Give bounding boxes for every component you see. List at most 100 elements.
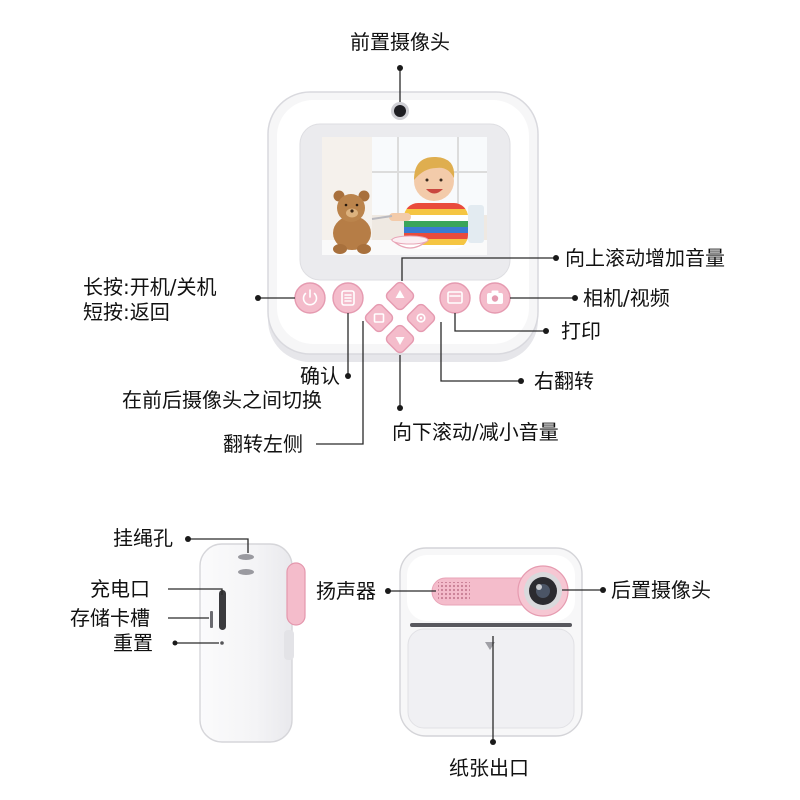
memory-card-slot bbox=[210, 611, 213, 628]
menu-button bbox=[332, 282, 364, 314]
shirt-stripe bbox=[404, 239, 468, 245]
leader-dot-scroll-down bbox=[397, 405, 403, 411]
menu-icon bbox=[341, 290, 355, 306]
bear-eye bbox=[355, 203, 359, 207]
shirt-stripe bbox=[404, 209, 468, 215]
rear-camera-lens bbox=[517, 565, 569, 617]
label-print: 打印 bbox=[561, 319, 601, 343]
front-view-camera bbox=[267, 91, 539, 362]
camera-video-button bbox=[479, 282, 511, 314]
leader-scroll-up bbox=[401, 257, 556, 281]
shirt-stripe bbox=[404, 245, 468, 249]
bear-body bbox=[333, 216, 371, 250]
photo-glass bbox=[468, 205, 484, 243]
side-pink-button bbox=[286, 562, 306, 626]
speaker-grille bbox=[438, 582, 470, 601]
front-callout-lines bbox=[255, 65, 578, 445]
shirt-stripe bbox=[404, 227, 468, 233]
down-arrow-icon bbox=[395, 337, 405, 345]
label-flip-left: 翻转左侧 bbox=[223, 432, 303, 456]
flip-left-icon bbox=[373, 313, 385, 323]
label-reset: 重置 bbox=[113, 631, 153, 655]
leader-dot-power bbox=[255, 295, 261, 301]
back-view-camera bbox=[399, 547, 583, 737]
reset-hole bbox=[220, 641, 224, 645]
side-view-camera bbox=[199, 543, 306, 743]
leader-dot-camera-video bbox=[572, 295, 578, 301]
leader-flip-right bbox=[440, 322, 521, 382]
leader-dot-confirm bbox=[345, 373, 351, 379]
leader-lanyard-hole bbox=[188, 538, 249, 553]
paper-slot bbox=[410, 623, 572, 627]
leader-dot-rear-camera bbox=[600, 587, 606, 593]
label-flip-right: 右翻转 bbox=[534, 369, 594, 393]
camera-icon bbox=[487, 290, 503, 304]
rear-lens-highlight bbox=[536, 584, 542, 590]
leader-dot-reset bbox=[172, 640, 178, 646]
child-eye bbox=[425, 178, 429, 182]
label-charging-port: 充电口 bbox=[90, 577, 150, 601]
label-scroll-up-volume-up: 向上滚动增加音量 bbox=[565, 246, 725, 270]
leader-dot-lanyard-hole bbox=[185, 536, 191, 542]
child-hair bbox=[414, 156, 455, 180]
leader-dot-scroll-up bbox=[553, 255, 559, 261]
label-switch-cameras: 在前后摄像头之间切换 bbox=[122, 388, 322, 412]
leader-dot-flip-right bbox=[518, 378, 524, 384]
leader-flip-left bbox=[316, 321, 364, 445]
side-callout-labels: 挂绳孔 充电口 存储卡槽 重置 bbox=[70, 526, 173, 655]
side-rear-bump bbox=[284, 630, 294, 660]
dpad-left-button bbox=[364, 303, 394, 333]
child-arm bbox=[389, 213, 411, 221]
flip-right-icon-ring bbox=[416, 313, 426, 323]
label-lanyard-hole: 挂绳孔 bbox=[113, 526, 173, 550]
back-callout-lines bbox=[385, 587, 606, 745]
charging-port bbox=[219, 590, 226, 630]
print-icon-frame bbox=[447, 291, 463, 304]
teddy-bear bbox=[333, 190, 371, 254]
leader-charging-port bbox=[168, 588, 223, 595]
lanyard-hole bbox=[238, 569, 254, 575]
label-scroll-down-volume-down: 向下滚动/减小音量 bbox=[392, 420, 559, 444]
dpad bbox=[364, 281, 436, 354]
bear-eye bbox=[344, 203, 348, 207]
label-paper-outlet: 纸张出口 bbox=[449, 756, 529, 780]
power-icon-arc bbox=[302, 292, 318, 306]
power-button bbox=[294, 282, 326, 314]
label-speaker: 扬声器 bbox=[316, 579, 376, 603]
bear-muzzle bbox=[346, 208, 358, 218]
label-long-press-power: 长按:开机/关机 bbox=[83, 275, 216, 299]
bear-head bbox=[337, 194, 365, 222]
bear-foot bbox=[357, 244, 371, 254]
screen-photo bbox=[322, 137, 487, 255]
print-button-body bbox=[439, 282, 471, 314]
front-callout-labels: 前置摄像头 向上滚动增加音量 长按:开机/关机 短按:返回 相机/视频 打印 确… bbox=[83, 30, 725, 456]
child-shirt bbox=[404, 203, 468, 249]
spoon bbox=[371, 215, 393, 220]
child-smile bbox=[426, 189, 443, 194]
label-rear-camera: 后置摄像头 bbox=[611, 578, 711, 602]
label-memory-card-slot: 存储卡槽 bbox=[70, 606, 150, 630]
child-eye bbox=[439, 178, 443, 182]
lanyard-hole bbox=[238, 554, 254, 560]
flip-right-icon-center bbox=[419, 316, 423, 320]
leader-print bbox=[454, 313, 546, 332]
menu-icon-frame bbox=[341, 290, 355, 306]
leader-dot-front-camera bbox=[397, 65, 403, 71]
child bbox=[371, 156, 468, 249]
power-icon bbox=[302, 289, 318, 306]
flip-right-icon bbox=[416, 313, 426, 323]
label-front-camera: 前置摄像头 bbox=[350, 30, 450, 54]
back-lower-panel bbox=[407, 628, 575, 729]
bear-foot bbox=[333, 244, 347, 254]
label-short-press-back: 短按:返回 bbox=[83, 300, 170, 324]
bear-nose bbox=[350, 209, 354, 213]
back-callout-labels: 扬声器 后置摄像头 纸张出口 bbox=[316, 578, 711, 780]
shirt-stripe bbox=[404, 221, 468, 227]
print-button bbox=[439, 282, 471, 314]
shirt-stripe bbox=[404, 233, 468, 239]
bowl-rim bbox=[391, 235, 429, 245]
front-camera-lens bbox=[394, 105, 406, 117]
power-button-body bbox=[294, 282, 326, 314]
